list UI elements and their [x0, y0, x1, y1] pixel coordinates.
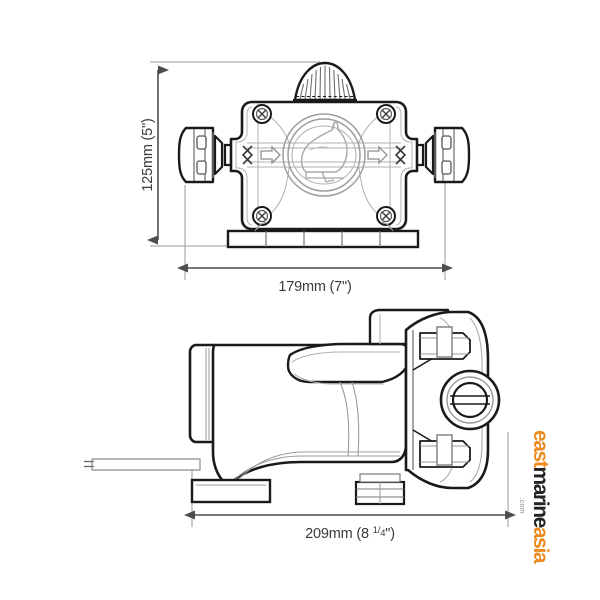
watermark-dotcom: .com: [518, 497, 525, 514]
dim-length-suffix: "): [385, 526, 395, 542]
port-cross-marks: [241, 145, 407, 165]
dim-width-label: 179mm (7"): [278, 279, 351, 295]
top-view-group: 125mm (5") 179mm (7"): [140, 61, 471, 295]
clamp-bar-upper: [419, 326, 471, 360]
flow-direction-arrows: [260, 145, 388, 165]
dim-length-numerator: 1: [373, 525, 378, 536]
left-port-fitting: [177, 126, 231, 184]
watermark-part-east: east: [529, 430, 552, 468]
mounting-feet: [190, 473, 406, 506]
dim-length-denominator: 4: [380, 528, 385, 539]
top-view-extension-lines: [150, 61, 446, 280]
mounting-base-plate: [226, 221, 420, 249]
watermark-group: eastmarineasia .com: [518, 430, 552, 564]
body-inner-detail-lines: [235, 104, 413, 229]
motor-vent-dome: [293, 61, 357, 102]
center-seal-emblem: [282, 113, 366, 197]
screw-top-left: [252, 104, 272, 124]
watermark-text: eastmarineasia: [529, 430, 552, 564]
screw-top-right: [376, 104, 396, 124]
outlet-port-boss: [439, 369, 501, 431]
watermark-part-asia: asia: [529, 527, 552, 564]
clamp-bars: [419, 326, 471, 468]
dim-height-label: 125mm (5"): [140, 118, 156, 191]
side-view-group: 209mm (8 1/4"): [84, 308, 516, 542]
corner-screws: [252, 104, 396, 226]
right-port-fitting: [417, 126, 471, 184]
mounting-foot-right: [354, 473, 406, 506]
screw-bottom-left: [252, 206, 272, 226]
power-cable: [84, 458, 201, 471]
screw-bottom-right: [376, 206, 396, 226]
dim-length-prefix: 209mm (8: [305, 526, 373, 542]
pump-head-saddle: [286, 342, 412, 385]
pump-body-outline: [229, 100, 419, 231]
housing-rib-lines: [231, 381, 400, 483]
clamp-bar-lower: [419, 434, 471, 468]
watermark-part-marine: marine: [529, 466, 552, 527]
motor-end-cap: [188, 343, 217, 444]
dim-length-label: 209mm (8 1/4"): [305, 525, 395, 542]
